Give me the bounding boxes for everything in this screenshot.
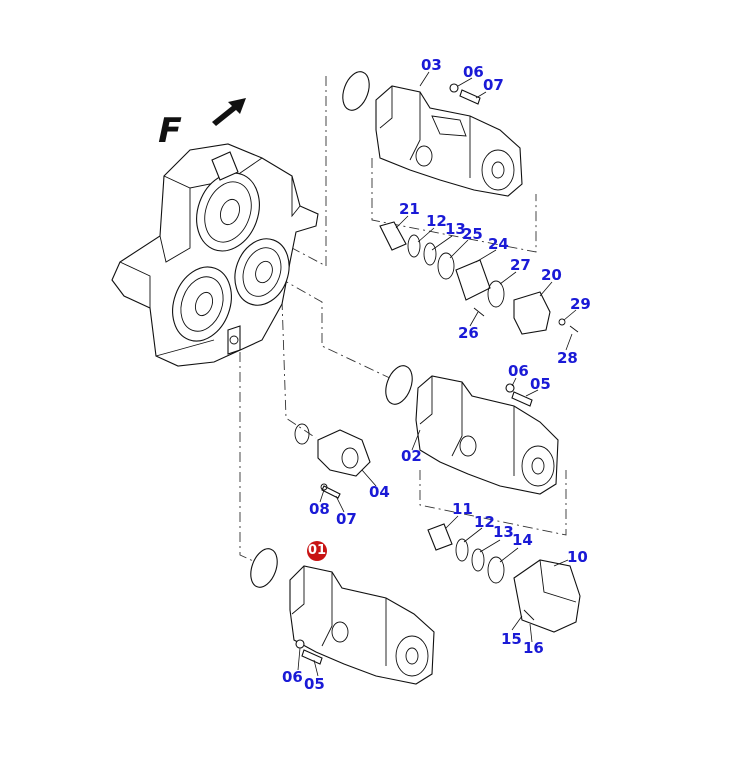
callout-05[interactable]: 05 [304, 675, 325, 693]
orientation-label: F [154, 111, 186, 151]
callout-13[interactable]: 13 [493, 523, 514, 541]
seal-13b [471, 548, 485, 572]
callout-04[interactable]: 04 [369, 483, 390, 501]
gear-pump-04 [294, 423, 371, 499]
callout-12[interactable]: 12 [426, 212, 447, 230]
sleeve-21 [379, 221, 407, 251]
callout-16[interactable]: 16 [523, 639, 544, 657]
callout-29[interactable]: 29 [570, 295, 591, 313]
callout-05[interactable]: 05 [530, 375, 551, 393]
transfer-gearbox-case [111, 143, 319, 367]
sleeve-11 [427, 523, 453, 551]
callout-01-selected[interactable]: 01 [307, 541, 327, 561]
pump-assembly-01 [250, 548, 435, 685]
callout-12[interactable]: 12 [474, 513, 495, 531]
bolt-05a [511, 391, 533, 407]
callout-21[interactable]: 21 [399, 200, 420, 218]
o-ring-lower [250, 548, 278, 588]
solenoid-20 [513, 291, 551, 335]
o-ring-middle [385, 365, 413, 405]
pump-assembly-03 [342, 71, 523, 197]
callout-11[interactable]: 11 [452, 500, 473, 518]
callout-07[interactable]: 07 [336, 510, 357, 528]
control-parts-lower [427, 523, 581, 633]
washer-06a [449, 83, 459, 93]
callout-26[interactable]: 26 [458, 324, 479, 342]
callout-15[interactable]: 15 [501, 630, 522, 648]
callout-06[interactable]: 06 [508, 362, 529, 380]
callout-20[interactable]: 20 [541, 266, 562, 284]
washer-06c [295, 639, 305, 649]
callout-25[interactable]: 25 [462, 225, 483, 243]
callout-13[interactable]: 13 [445, 220, 466, 238]
callout-08[interactable]: 08 [309, 500, 330, 518]
regulator-10 [513, 559, 581, 633]
seal-12a [407, 234, 421, 258]
cover-24 [455, 259, 491, 301]
bolt-07b [321, 485, 341, 499]
callout-07[interactable]: 07 [483, 76, 504, 94]
callout-27[interactable]: 27 [510, 256, 531, 274]
o-ring-25 [437, 252, 455, 280]
callout-06[interactable]: 06 [282, 668, 303, 686]
callout-24[interactable]: 24 [488, 235, 509, 253]
washer-06b [505, 383, 515, 393]
callout-02[interactable]: 02 [401, 447, 422, 465]
callout-10[interactable]: 10 [567, 548, 588, 566]
callout-28[interactable]: 28 [557, 349, 578, 367]
o-ring-14 [487, 556, 505, 584]
pump-assembly-02 [385, 365, 559, 495]
front-arrow-icon [212, 98, 246, 126]
callout-14[interactable]: 14 [512, 531, 533, 549]
control-parts-upper [379, 221, 579, 335]
bolt-05b [301, 649, 323, 665]
callout-06[interactable]: 06 [463, 63, 484, 81]
seal-12b [455, 538, 469, 562]
o-ring-gear-pump [294, 423, 310, 445]
seal-13a [423, 242, 437, 266]
callout-03[interactable]: 03 [421, 56, 442, 74]
o-ring-upper [342, 71, 370, 111]
bolt-07a [459, 89, 481, 105]
callout-leaders [297, 77, 577, 677]
o-ring-27 [487, 280, 505, 308]
front-direction-indicator: F [154, 98, 246, 151]
